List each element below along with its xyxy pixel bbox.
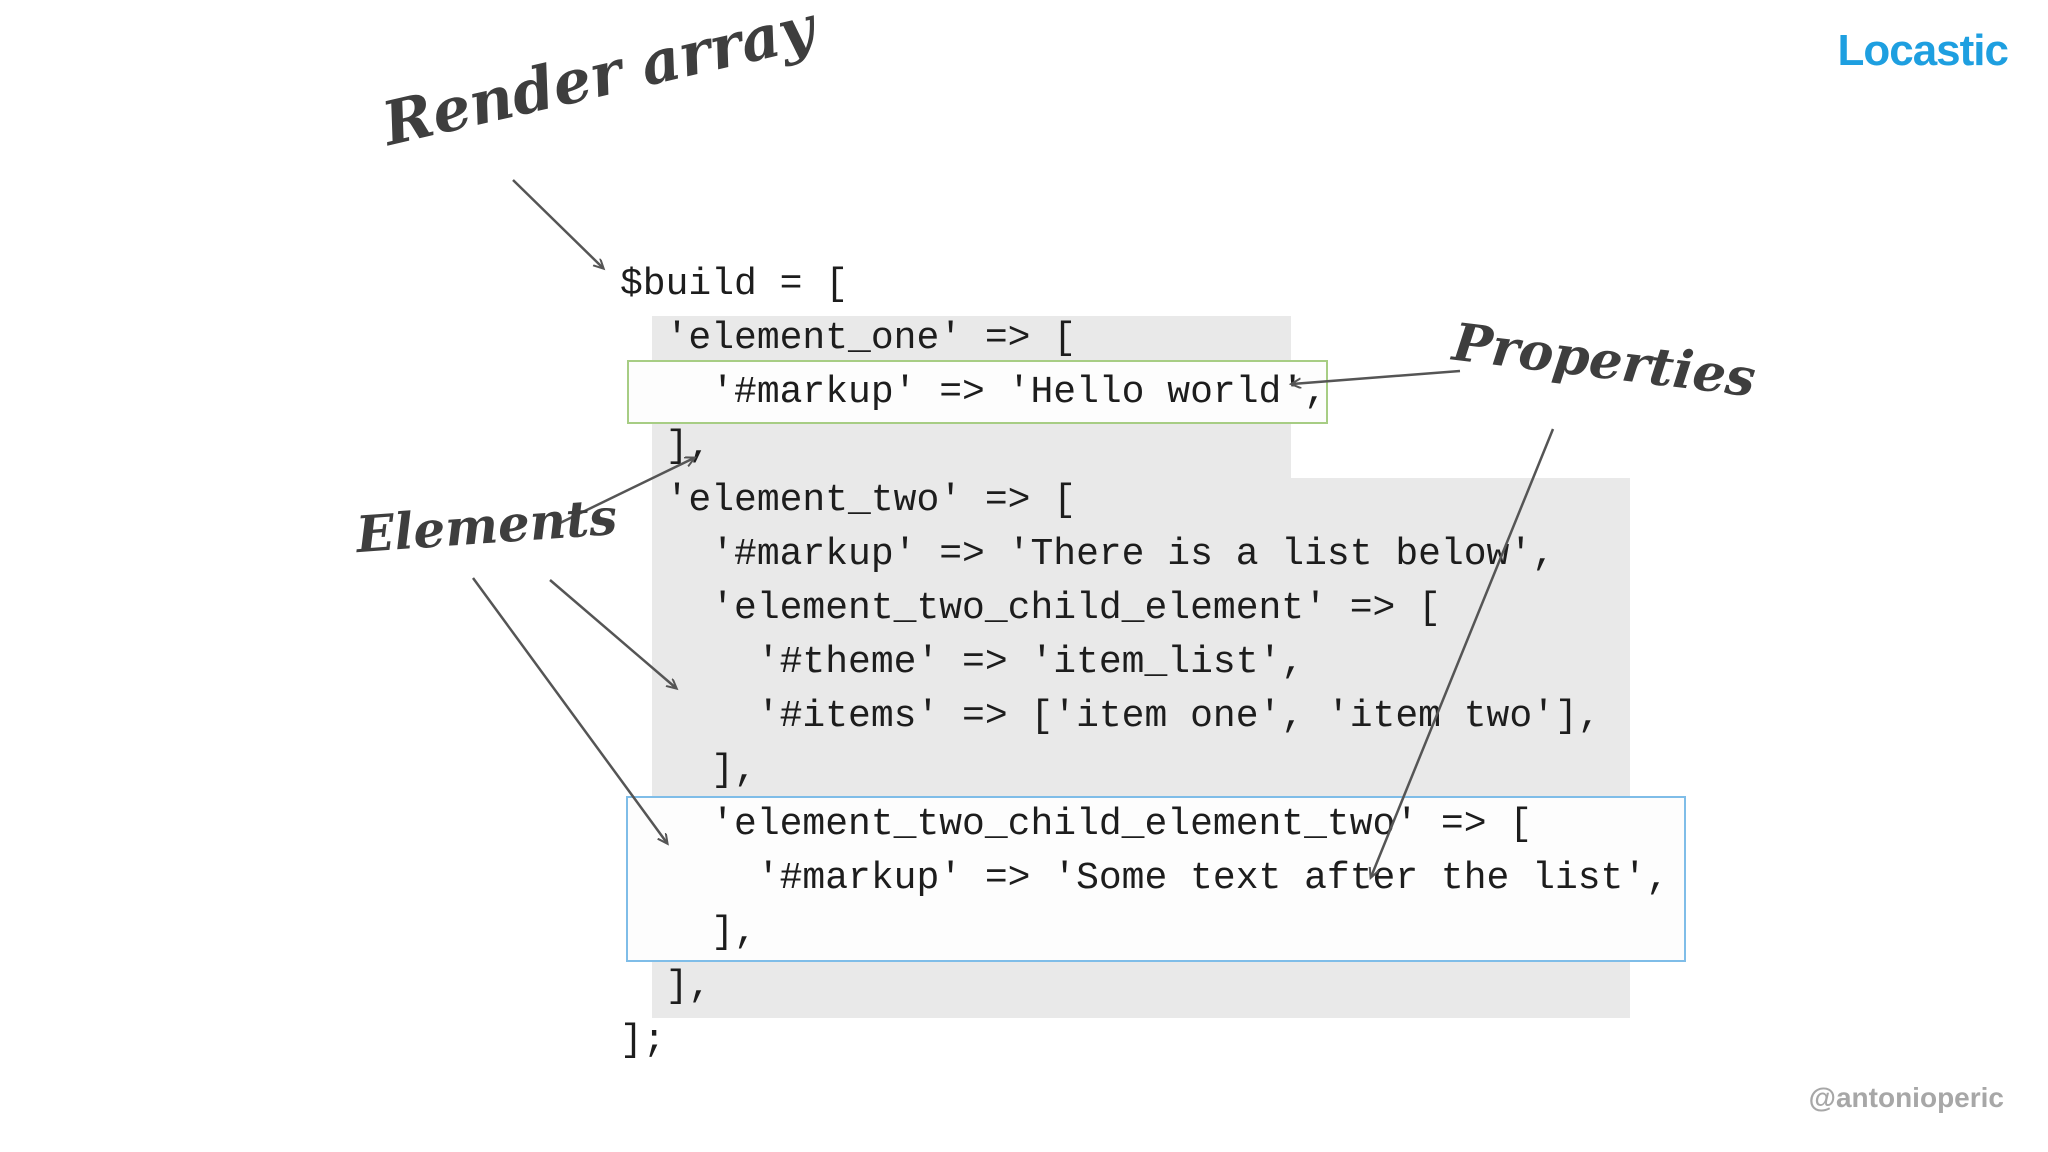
code-line: $build = [ [620,263,849,306]
code-line: '#markup' => 'Some text after the list', [620,857,1669,900]
code-line: ], [620,749,757,792]
annotation-elements: Elements [354,486,619,565]
annotation-render-array: Render array [376,0,821,161]
code-line: ], [620,965,712,1008]
code-line: ], [620,425,712,468]
code-line: ]; [620,1019,666,1062]
code-line: 'element_one' => [ [620,317,1077,360]
code-line: '#theme' => 'item_list', [620,641,1305,684]
locastic-logo: Locastic [1837,26,2009,75]
twitter-handle: @antonioperic [1808,1082,2004,1113]
code-line: '#markup' => 'There is a list below', [620,533,1555,576]
code-line: ], [620,911,757,954]
code-line: 'element_two' => [ [620,479,1077,522]
code-line: '#markup' => 'Hello world', [620,371,1327,414]
highlight-box-property-markup [627,360,1328,424]
code-line: 'element_two_child_element' => [ [620,587,1441,630]
arrow-render-array-to-build [512,179,603,268]
code-line: 'element_two_child_element_two' => [ [620,803,1533,846]
code-line: '#items' => ['item one', 'item two'], [620,695,1601,738]
